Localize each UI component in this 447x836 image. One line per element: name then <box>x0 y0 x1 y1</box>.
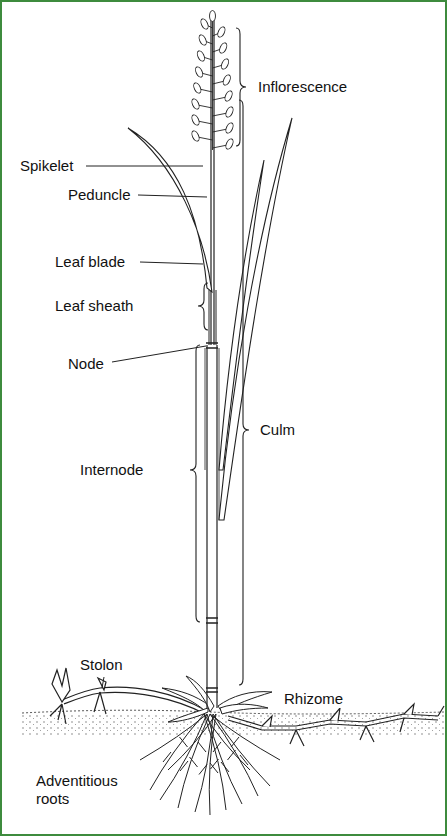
spikelet-symbol <box>196 50 206 63</box>
spikelet-stalk <box>198 121 213 124</box>
part-label: Inflorescence <box>256 78 349 96</box>
spikelet-symbol <box>220 58 230 71</box>
root-hair <box>231 737 239 747</box>
spikelet-stalk <box>198 137 213 140</box>
culm-brace <box>239 100 249 685</box>
root-line <box>150 714 204 790</box>
sheath-brace <box>198 283 208 330</box>
part-label: Peduncle <box>66 186 133 204</box>
root-hair <box>163 752 171 762</box>
soil-texture <box>22 713 444 735</box>
part-label: Leaf blade <box>53 253 127 271</box>
root-line <box>204 714 250 770</box>
spikelet-symbol <box>199 18 209 31</box>
part-label: Spikelet <box>18 157 75 175</box>
inflorescence-panicle <box>190 11 234 151</box>
leaf-blades <box>128 118 292 520</box>
part-label: Leaf sheath <box>53 297 135 315</box>
root-line <box>178 714 210 808</box>
spikelet-symbol <box>224 122 234 135</box>
spikelet-symbol <box>192 82 202 95</box>
spikelet-symbol <box>194 66 204 79</box>
part-label: Rhizome <box>282 690 345 708</box>
spikelet-symbol <box>210 11 216 22</box>
spikelet-stalk <box>198 105 213 108</box>
part-label: Internode <box>78 461 145 479</box>
root-hair <box>199 765 207 775</box>
root-hair <box>180 737 188 747</box>
node-leader <box>112 346 206 362</box>
spikelet-symbol <box>216 26 226 39</box>
root-hair <box>198 742 206 752</box>
spikelet-symbol <box>190 98 200 111</box>
blade-leader <box>140 262 203 264</box>
spikelet-symbol <box>190 114 200 127</box>
spikelet-symbol <box>224 138 234 151</box>
root-hair <box>213 742 221 752</box>
part-label: Node <box>66 355 106 373</box>
spikelet-stalk <box>213 129 228 132</box>
rhizome-stem <box>228 704 444 746</box>
part-label: Adventitious roots <box>34 772 138 808</box>
spikelet-leader <box>86 166 203 167</box>
inflorescence-brace <box>236 28 246 146</box>
root-line <box>207 714 242 804</box>
internode-brace <box>190 345 200 622</box>
root-hair <box>180 761 188 771</box>
part-label: Culm <box>258 421 297 439</box>
spikelet-symbol <box>224 90 234 103</box>
root-line <box>213 714 270 786</box>
brackets <box>190 28 249 685</box>
spikelet-symbol <box>224 106 234 119</box>
spikelet-stalk <box>213 97 227 100</box>
leader-lines <box>86 166 207 688</box>
spikelet-stalk <box>213 113 228 116</box>
root-hair <box>211 759 219 769</box>
spikelet-symbol <box>218 42 228 55</box>
spikelet-stalk <box>213 145 228 148</box>
root-line <box>209 714 216 815</box>
peduncle-leader <box>138 195 207 197</box>
spikelet-symbol <box>198 34 208 47</box>
spikelet-symbol <box>222 74 232 87</box>
spikelet-symbol <box>190 130 200 143</box>
part-label: Stolon <box>78 656 125 674</box>
stolon-leader <box>102 677 104 688</box>
